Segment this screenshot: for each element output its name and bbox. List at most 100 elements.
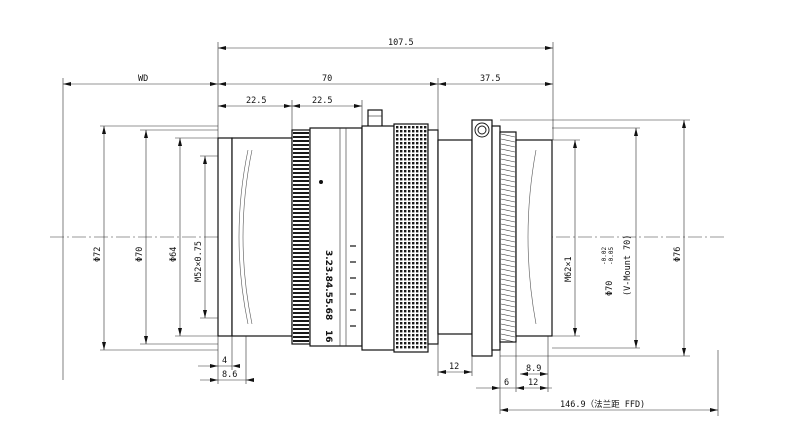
knurl-dot [420, 134, 423, 137]
knurl-dot [412, 274, 415, 277]
knurl-dot [408, 142, 411, 145]
knurl-dot [420, 130, 423, 133]
knurl-tooth [293, 252, 309, 254]
knurl-dot [404, 242, 407, 245]
arrow [218, 82, 226, 86]
knurl-dot [412, 306, 415, 309]
knurl-dot [396, 282, 399, 285]
thread-line [500, 208, 516, 213]
knurl-dot [396, 266, 399, 269]
knurl-dot [404, 258, 407, 261]
knurl-dot [424, 254, 427, 257]
knurl-dot [416, 270, 419, 273]
knurl-dot [400, 310, 403, 313]
thread-line [500, 203, 516, 208]
knurl-dot [416, 274, 419, 277]
knurl-dot [424, 334, 427, 337]
dim-label-76: Φ76 [673, 247, 683, 262]
arrow [246, 378, 254, 382]
knurl-dot [412, 246, 415, 249]
knurl-dot [424, 330, 427, 333]
mount-pin [474, 122, 490, 138]
knurl-dot [416, 326, 419, 329]
knurl-dot [412, 182, 415, 185]
knurl-dot [404, 290, 407, 293]
knurl-dot [400, 250, 403, 253]
knurl-dot [412, 222, 415, 225]
arrow [634, 340, 638, 348]
thread-line [500, 308, 516, 313]
knurl-dot [416, 146, 419, 149]
knurl-dot [396, 190, 399, 193]
knurl-dot [424, 242, 427, 245]
knurl-dot [400, 294, 403, 297]
knurl-dot [420, 146, 423, 149]
knurl-dot [420, 222, 423, 225]
knurl-dot [416, 298, 419, 301]
knurl-dot [408, 302, 411, 305]
knurl-dot [412, 298, 415, 301]
knurl-dot [420, 198, 423, 201]
knurl-dot [420, 246, 423, 249]
thread-line [500, 148, 516, 153]
knurl-dot [400, 210, 403, 213]
knurl-dot [416, 238, 419, 241]
knurl-dot [396, 326, 399, 329]
knurl-dot [416, 258, 419, 261]
knurl-dot [404, 266, 407, 269]
knurl-dot [396, 130, 399, 133]
knurl-dot [400, 130, 403, 133]
dim-label-tol-upper: -0.02 [601, 247, 608, 265]
knurl-dot [420, 338, 423, 341]
knurl-dot [408, 190, 411, 193]
arrow [520, 372, 528, 376]
knurl-dot [408, 170, 411, 173]
knurl-dot [416, 126, 419, 129]
knurl-dot [416, 138, 419, 141]
knurl-dot [412, 254, 415, 257]
knurl-dot [396, 182, 399, 185]
knurl-dot [408, 278, 411, 281]
knurl-dot [400, 302, 403, 305]
knurl-dot [400, 342, 403, 345]
thread-line [500, 173, 516, 178]
knurl-tooth [293, 272, 309, 274]
knurl-dot [404, 322, 407, 325]
knurl-dot [420, 334, 423, 337]
knurl-dot [408, 242, 411, 245]
knurl-dot [412, 210, 415, 213]
knurl-dot [424, 246, 427, 249]
knurl-dot [416, 342, 419, 345]
knurl-dot [396, 250, 399, 253]
knurl-dot [416, 266, 419, 269]
knurl-dot [420, 166, 423, 169]
knurl-dot [420, 254, 423, 257]
knurl-dot [400, 170, 403, 173]
knurl-dot [408, 258, 411, 261]
knurl-dot [416, 234, 419, 237]
rear-glass-housing [515, 139, 553, 337]
knurl-dot [400, 290, 403, 293]
knurl-dot [412, 346, 415, 349]
knurl-dot [400, 190, 403, 193]
knurl-dot [396, 274, 399, 277]
knurl-dot [404, 314, 407, 317]
knurl-dot [408, 326, 411, 329]
knurl-dot [408, 130, 411, 133]
knurl-dot [424, 178, 427, 181]
knurl-dot [424, 190, 427, 193]
knurl-dot [420, 150, 423, 153]
knurl-tooth [293, 332, 309, 334]
knurl-dot [416, 158, 419, 161]
knurl-dot [412, 214, 415, 217]
knurl-dot [420, 154, 423, 157]
arrow [540, 386, 548, 390]
knurl-dot [416, 306, 419, 309]
knurl-dot [400, 150, 403, 153]
knurl-tooth [293, 160, 309, 162]
knurl-dot [412, 314, 415, 317]
knurl-dot [416, 314, 419, 317]
knurl-dot [408, 134, 411, 137]
knurl-dot [404, 222, 407, 225]
dim-label-12a: 12 [449, 362, 459, 372]
